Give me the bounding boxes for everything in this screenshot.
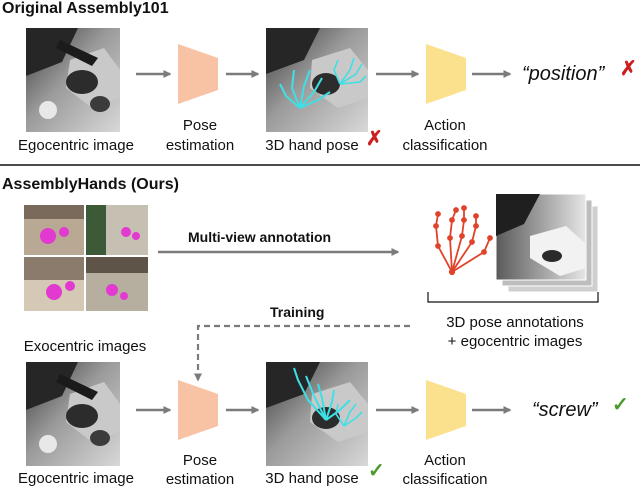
- pose-estimation-block-bottom: [178, 380, 218, 440]
- annotation-bracket: [427, 292, 599, 303]
- caption-pose-bottom-line1: Pose: [182, 452, 218, 469]
- heading-original-assembly101: Original Assembly101: [2, 0, 169, 17]
- arrow-training: [194, 324, 410, 382]
- caption-action-top-line2: classification: [402, 137, 488, 154]
- caption-pose-top-line1: Pose: [182, 117, 218, 134]
- result-position-word: position: [528, 63, 598, 85]
- caption-hand-pose-top: 3D hand pose: [265, 137, 359, 154]
- caption-action-top-line1: Action: [424, 117, 466, 134]
- caption-action-bottom-line1: Action: [424, 452, 466, 469]
- egocentric-image-top: [26, 28, 120, 132]
- caption-egocentric-image-bottom: Egocentric image: [18, 470, 134, 487]
- result-screw-open-quote: “: [532, 399, 539, 421]
- exocentric-images: [24, 205, 148, 311]
- hand-pose-image-top: [266, 28, 368, 132]
- result-position-close-quote: ”: [597, 63, 605, 85]
- cross-mark-icon: ✗: [620, 58, 637, 80]
- check-mark-icon: ✓: [612, 394, 629, 416]
- label-training: Training: [270, 304, 325, 320]
- result-position: “position”: [522, 63, 604, 86]
- caption-pose-top-line2: estimation: [165, 137, 235, 154]
- egocentric-image-bottom: [26, 362, 120, 466]
- pose-estimation-block-top: [178, 44, 218, 104]
- result-screw: “screw”: [532, 399, 598, 422]
- caption-annotations-line1: 3D pose annotations: [446, 314, 584, 331]
- action-classification-block-bottom: [426, 380, 466, 440]
- caption-pose-bottom-line2: estimation: [165, 471, 235, 488]
- caption-hand-pose-bottom: 3D hand pose: [265, 470, 359, 487]
- result-screw-word: screw: [538, 399, 591, 421]
- annotation-skeleton: [433, 205, 493, 276]
- hand-pose-image-bottom: [266, 362, 368, 466]
- caption-egocentric-image-top: Egocentric image: [18, 137, 134, 154]
- cross-mark-icon: ✗: [366, 128, 383, 150]
- action-classification-block-top: [426, 44, 466, 104]
- caption-exocentric-images: Exocentric images: [23, 338, 147, 355]
- egocentric-image-stack: [495, 193, 599, 293]
- caption-action-bottom-line2: classification: [402, 471, 488, 488]
- label-multiview-annotation: Multi-view annotation: [188, 229, 332, 245]
- result-screw-close-quote: ”: [590, 399, 598, 421]
- caption-annotations-line2: + egocentric images: [447, 333, 583, 350]
- heading-assemblyhands: AssemblyHands (Ours): [2, 176, 179, 193]
- result-position-open-quote: “: [522, 63, 529, 85]
- check-mark-icon: ✓: [368, 460, 385, 482]
